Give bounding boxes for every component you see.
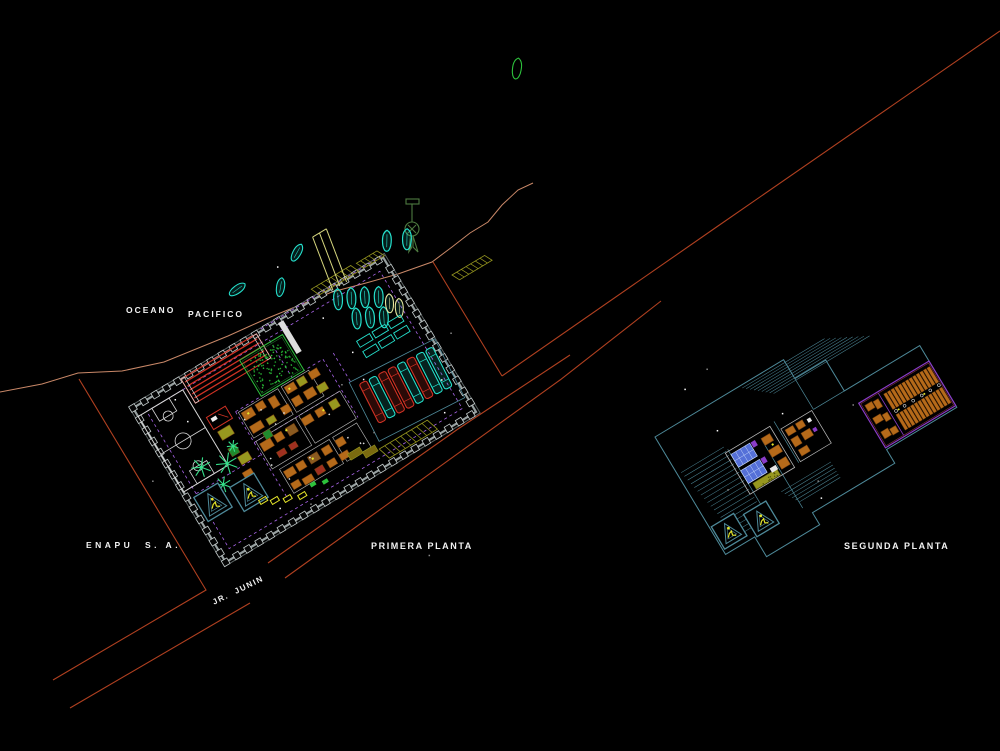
north-symbol-flag — [405, 198, 420, 205]
street-upper-curb — [267, 354, 571, 564]
side-room — [780, 410, 832, 463]
hatched-band — [310, 265, 360, 296]
auditorium — [857, 360, 957, 449]
vehicle — [425, 347, 453, 390]
palm-tree — [226, 439, 239, 452]
road-and-coast-lines — [0, 30, 1000, 709]
cafeteria-tables — [355, 314, 411, 359]
boat — [350, 307, 363, 330]
furniture — [217, 367, 365, 491]
pier-boats — [226, 228, 413, 330]
vehicle — [397, 361, 424, 404]
ramp — [312, 228, 348, 291]
evacuation-stair-symbol — [742, 500, 781, 538]
garden-speckled — [238, 333, 305, 397]
evacuation-stair-symbol — [710, 512, 748, 551]
hatched-band — [451, 254, 493, 281]
road-diagonal-upper — [501, 30, 1000, 377]
bleachers — [180, 333, 272, 404]
palm-tree — [216, 452, 238, 475]
boat — [384, 293, 395, 314]
evacuation-stair-symbol — [192, 482, 234, 523]
label-segunda-planta: SEGUNDA PLANTA — [844, 541, 950, 551]
white-strip — [278, 320, 302, 355]
floor2-outline — [654, 344, 958, 558]
vehicle — [378, 371, 405, 414]
street-lower-curb-a — [69, 602, 251, 709]
vehicle-bays — [348, 338, 466, 442]
road-boundary-apex — [432, 261, 503, 377]
floor-plan-primera — [128, 228, 481, 568]
boat — [226, 280, 248, 299]
boat — [401, 228, 413, 251]
floor-plan-segunda — [654, 335, 958, 558]
boat — [345, 286, 357, 310]
bottom-edge-items — [257, 419, 439, 506]
boat — [332, 287, 344, 311]
boat — [274, 276, 287, 298]
column-grid — [128, 255, 476, 568]
evacuation-stair-symbol — [228, 472, 270, 513]
north-symbol-ring — [404, 221, 420, 237]
boat — [373, 285, 384, 309]
boat — [381, 229, 393, 252]
street-lower-curb-b — [284, 300, 662, 579]
boat — [288, 241, 306, 264]
vehicle — [368, 375, 396, 419]
boat — [364, 306, 376, 329]
interior-rooms — [237, 369, 372, 494]
road-corner-boundary — [52, 378, 207, 681]
vehicle — [416, 351, 443, 395]
coastline — [0, 182, 534, 393]
detached-pier-band — [451, 254, 493, 281]
palm-tree — [191, 457, 211, 477]
label-pacifico: PACIFICO — [188, 309, 244, 319]
boat — [394, 297, 405, 319]
label-enapu: ENAPU S. A. — [86, 540, 182, 550]
bedroom-cluster — [724, 425, 796, 495]
red-table-block — [205, 405, 234, 431]
boat — [378, 305, 390, 329]
hatched-band — [355, 250, 386, 269]
vehicle — [387, 366, 415, 409]
label-oceano: OCEANO — [126, 305, 176, 315]
green-boat — [510, 56, 524, 81]
building-walls — [128, 252, 481, 568]
boat — [359, 285, 371, 309]
label-primera-planta: PRIMERA PLANTA — [371, 541, 473, 551]
vehicle — [406, 356, 434, 400]
vehicle — [359, 380, 386, 424]
hatched-band — [378, 419, 439, 459]
cad-noise-specks — [152, 266, 854, 557]
